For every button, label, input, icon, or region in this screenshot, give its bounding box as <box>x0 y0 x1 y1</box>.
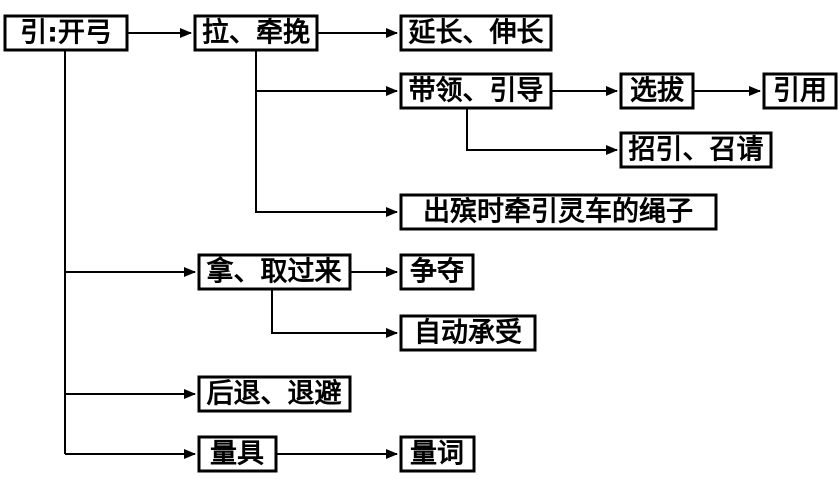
node-zhaoyin: 招引、召请 <box>619 131 773 169</box>
node-liangju-label: 量具 <box>210 439 264 470</box>
node-la-qianwan-label: 拉、牵挽 <box>202 17 310 49</box>
node-xuanba: 选拔 <box>619 72 695 110</box>
edge-la-to-dailing <box>255 50 398 96</box>
node-zhengduo-label: 争夺 <box>410 257 465 288</box>
node-xuanba-label: 选拔 <box>630 76 685 107</box>
node-houtui-label: 后退、退避 <box>207 378 342 410</box>
node-chubin: 出殡时牵引灵车的绳子 <box>399 193 718 231</box>
node-zhaoyin-label: 招引、召请 <box>629 135 764 166</box>
connectors <box>64 28 761 459</box>
node-yinyong-label: 引用 <box>773 76 827 107</box>
node-yin: 引:开弓 <box>3 14 129 52</box>
node-liangju: 量具 <box>197 435 278 473</box>
node-la-qianwan: 拉、牵挽 <box>193 14 319 52</box>
node-zidong: 自动承受 <box>399 314 537 352</box>
node-dailing: 带领、引导 <box>399 72 553 110</box>
node-dailing-label: 带领、引导 <box>409 76 544 107</box>
node-yanchang-label: 延长、伸长 <box>408 18 545 49</box>
edge-naqu-to-zidong <box>271 289 398 338</box>
edge-dailing-to-zhaoyin <box>466 108 618 155</box>
node-liangci: 量词 <box>399 435 476 473</box>
node-zidong-label: 自动承受 <box>414 317 522 349</box>
node-naqu-label: 拿、取过来 <box>207 256 342 288</box>
node-chubin-label: 出殡时牵引灵车的绳子 <box>423 196 693 228</box>
node-yanchang: 延长、伸长 <box>399 14 553 52</box>
node-liangci-label: 量词 <box>410 439 464 470</box>
node-naqu: 拿、取过来 <box>197 253 352 291</box>
node-yinyong: 引用 <box>762 72 838 110</box>
node-houtui: 后退、退避 <box>197 375 352 413</box>
node-yin-label: 引:开弓 <box>20 18 112 49</box>
node-zhengduo: 争夺 <box>399 253 475 291</box>
edge-la-to-chubin <box>255 91 398 217</box>
